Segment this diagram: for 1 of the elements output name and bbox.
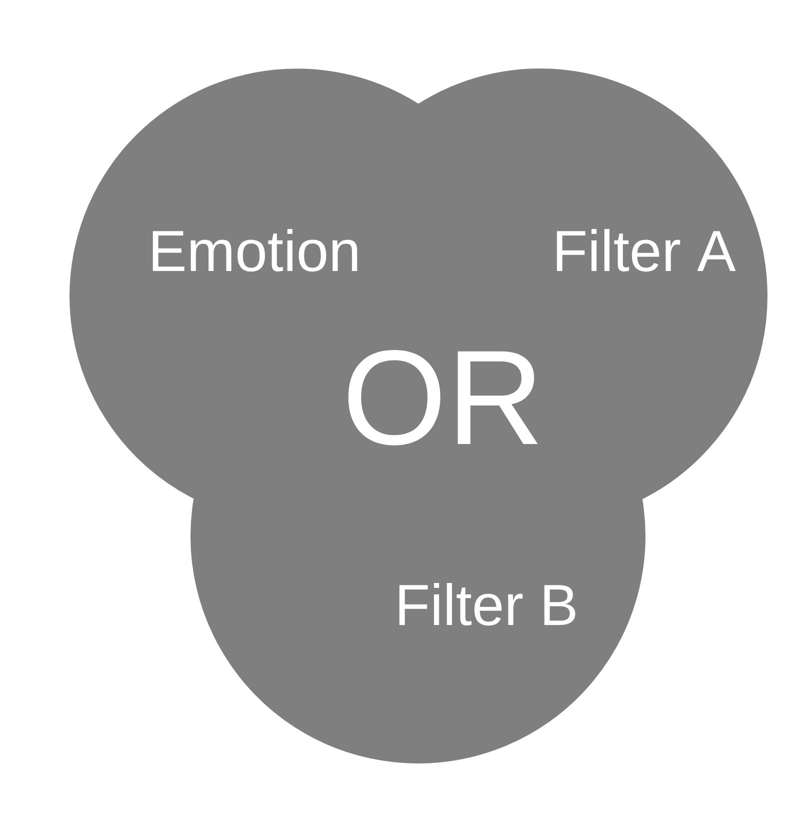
- venn-region: Filter B: [190, 487, 646, 764]
